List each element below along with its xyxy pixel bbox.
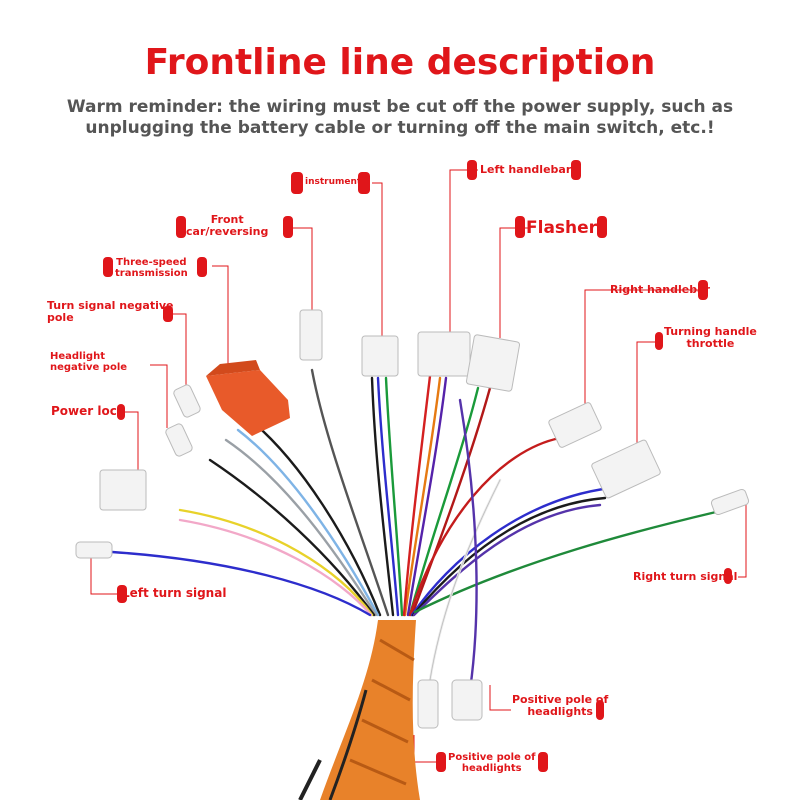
label-positive-headlight-2: Positive pole of headlights (448, 752, 536, 774)
connector-instrument (361, 335, 399, 377)
connector-turn-negative (173, 384, 201, 418)
wires (110, 368, 718, 692)
label-power-lock: Power lock (51, 404, 125, 418)
connector-headlight-negative (165, 423, 193, 457)
label-three-speed-transmission: Three-speed transmission (115, 257, 188, 279)
label-left-handlebar: Left handlebar (480, 163, 572, 176)
connector-right-handlebar (548, 402, 602, 448)
wire-harness-bundle (298, 620, 420, 800)
connector-front-car (299, 309, 323, 361)
label-right-handlebar: Right handlebar (610, 283, 710, 296)
label-flasher: Flasher (526, 218, 598, 238)
label-right-turn-signal: Right turn signal (633, 570, 738, 583)
connector-right-turn (710, 488, 750, 516)
label-headlight-negative: Headlight negative pole (50, 351, 128, 373)
label-front-car-reversing: Front car/reversing (186, 213, 269, 238)
connector-left-handlebar (417, 331, 471, 377)
connector-left-turn (75, 541, 113, 559)
connector-positive-headlight-1 (451, 679, 483, 721)
label-turn-signal-negative: Turn signal negative pole (47, 299, 174, 324)
page-title: Frontline line description (144, 42, 656, 83)
connectors (75, 309, 750, 729)
three-speed-relay (206, 360, 290, 436)
label-turning-handle-throttle: Turning handle throttle (664, 325, 757, 350)
warning-subtitle: Warm reminder: the wiring must be cut of… (66, 97, 734, 138)
label-instrument: instrument (305, 177, 362, 187)
label-positive-headlight-1: Positive pole of headlights (512, 693, 609, 718)
connector-throttle (591, 439, 661, 499)
connector-flasher (465, 334, 521, 392)
connector-power-lock (99, 469, 147, 511)
callout-markers (103, 160, 732, 772)
connector-positive-headlight-2 (417, 679, 439, 729)
label-left-turn-signal: Left turn signal (122, 586, 227, 600)
